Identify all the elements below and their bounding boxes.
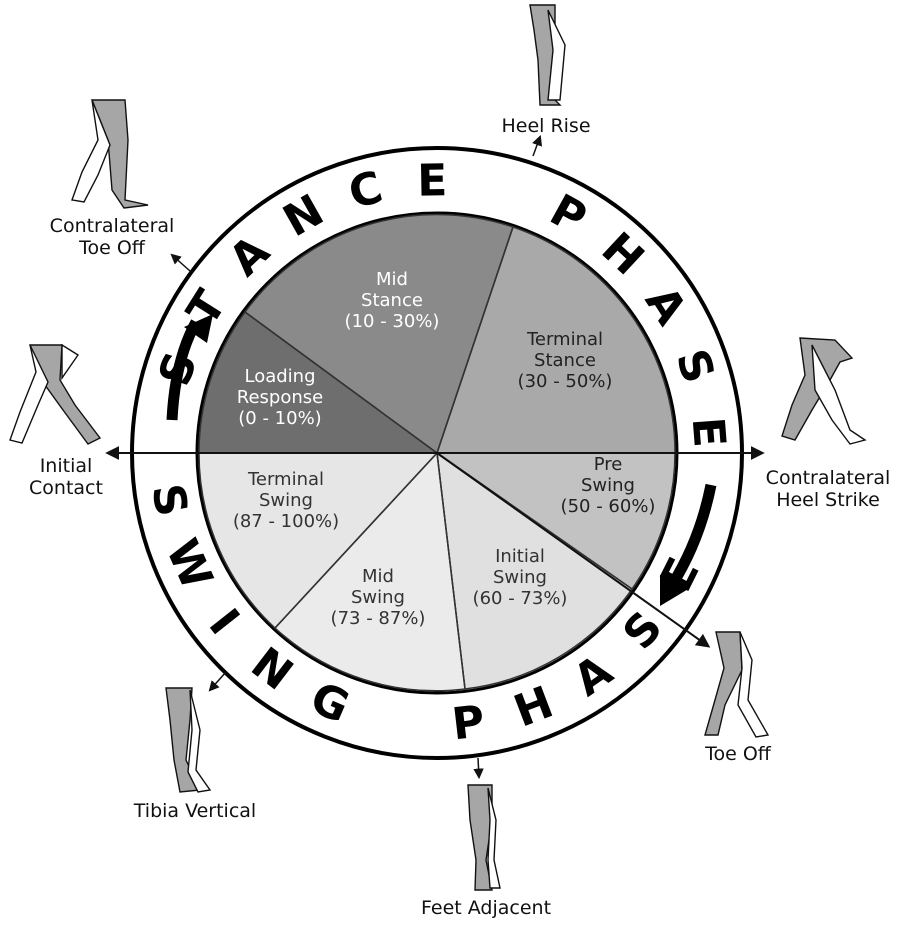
event-label-toe-off: Toe Off bbox=[704, 743, 772, 765]
ring-word-swing-phase-letter: P bbox=[449, 696, 487, 750]
arrow-feet-adjacent bbox=[478, 758, 479, 777]
leg-figure-heel-rise bbox=[530, 5, 565, 105]
leg-figure-contralateral-heel-strike bbox=[782, 338, 865, 444]
event-label-feet-adjacent: Feet Adjacent bbox=[421, 897, 551, 919]
ring-word-stance-phase-letter: E bbox=[417, 155, 448, 207]
leg-figure-feet-adjacent bbox=[468, 785, 500, 890]
leg-figure-contralateral-toe-off bbox=[72, 100, 148, 208]
leg-figure-toe-off bbox=[705, 632, 768, 737]
leg-figure-initial-contact bbox=[10, 345, 100, 444]
ring-word-stance-phase-letter: E bbox=[682, 415, 735, 449]
event-label-heel-rise: Heel Rise bbox=[501, 115, 590, 137]
arrow-heel-rise bbox=[533, 137, 540, 156]
event-label-tibia-vertical: Tibia Vertical bbox=[133, 800, 256, 822]
arrow-tibia-vertical bbox=[210, 672, 226, 690]
arrow-contralateral-toe-off bbox=[172, 255, 190, 271]
leg-figure-tibia-vertical bbox=[166, 688, 210, 792]
